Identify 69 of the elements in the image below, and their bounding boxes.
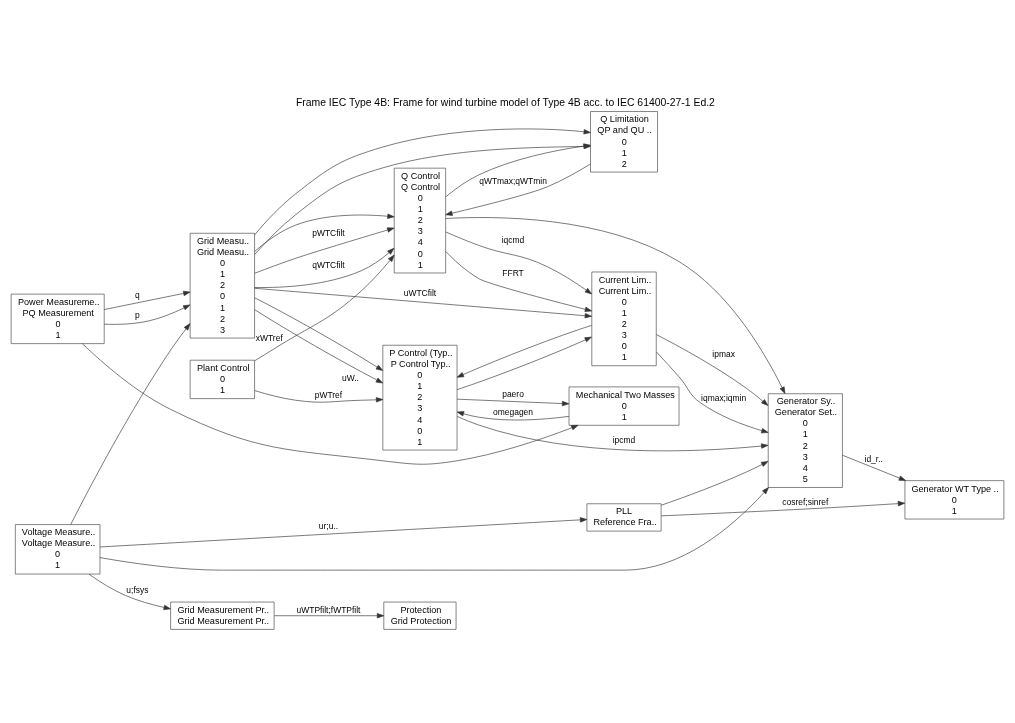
arrow (254, 128, 591, 235)
arrow (656, 351, 769, 433)
edge-label: xWTref (255, 332, 283, 343)
arrow (445, 163, 591, 216)
edge-label: qWTmax;qWTmin (479, 175, 547, 186)
arrow (445, 250, 592, 312)
arrow (82, 342, 579, 465)
node-box: Mechanical Two Masses 0 1 (568, 386, 680, 426)
edge-label: pWTref (314, 389, 343, 400)
node-box: P Control (Typ.. P Control Typ.. 0 1 2 3 4 0 1 (382, 344, 458, 450)
edge-label: paero (502, 388, 524, 399)
arrow (254, 254, 395, 361)
arrow (103, 304, 191, 325)
arrow (99, 486, 769, 570)
node-box: Voltage Measure.. Voltage Measure.. 0 1 (15, 523, 101, 574)
edge-label: uWTCfilt (403, 287, 437, 298)
arrow (456, 336, 592, 390)
arrow (254, 287, 592, 318)
edge-label: iqcmd (501, 234, 525, 245)
edge-label: iqmax;iqmin (701, 392, 747, 403)
diagram-title: Frame IEC Type 4B: Frame for wind turbine model of Type 4B acc. to IEC 61400-27-1 Ed.2 (295, 96, 715, 108)
arrow (88, 573, 171, 610)
node-box: Generator WT Type .. 0 1 (904, 479, 1005, 519)
edge-label: q (135, 289, 140, 300)
edge-label: u;fsys (126, 584, 149, 595)
edge-label: ipmax (712, 348, 735, 359)
node-box: Power Measureme.. PQ Measurement 0 1 (10, 293, 105, 344)
node-box: Current Lim.. Current Lim.. 0 1 2 3 0 1 (591, 271, 657, 366)
edge-label: FFRT (502, 267, 524, 278)
arrow (254, 143, 591, 255)
arrow (660, 460, 769, 506)
edge-label: pWTCfilt (312, 227, 345, 238)
edge-label: ipcmd (612, 434, 636, 445)
edge-label: uWTPfilt;fWTPfilt (296, 604, 361, 615)
arrow (254, 389, 384, 403)
arrow (456, 415, 769, 451)
arrow (70, 322, 191, 525)
node-box: Grid Measu.. Grid Measu.. 0 1 2 0 1 2 3 (189, 232, 255, 338)
arrow (274, 612, 385, 618)
edge-label: id_r.. (864, 453, 883, 464)
arrow (456, 398, 570, 406)
edge-label: qWTCfilt (312, 259, 345, 270)
arrow (842, 454, 906, 481)
edge-label: uW.. (341, 372, 359, 383)
arrow (254, 226, 395, 274)
node-box: Generator Sy.. Generator Set.. 0 1 2 3 4 5 (767, 392, 843, 488)
arrow (660, 500, 906, 516)
edge-label: ur;u.. (318, 520, 339, 531)
arrow (456, 324, 592, 378)
edge-label: cosref;sinref (782, 496, 829, 507)
arrow (445, 143, 591, 197)
arrow (103, 290, 191, 310)
arrow (254, 308, 384, 383)
node-box: PLL Reference Fra.. (586, 502, 662, 531)
node-box: Q Limitation QP and QU .. 0 1 2 (590, 110, 658, 172)
arrow (445, 216, 786, 394)
arrow (254, 297, 384, 371)
arrow (254, 213, 395, 252)
node-box: Plant Control 0 1 (189, 359, 255, 399)
arrow (99, 516, 588, 547)
node-box: Protection Grid Protection (383, 601, 457, 630)
node-box: Grid Measurement Pr.. Grid Measurement Pr.. (170, 601, 275, 630)
arrow (456, 410, 570, 420)
edge-label: omegagen (493, 406, 534, 417)
arrow (656, 333, 769, 406)
arrow (254, 247, 395, 288)
node-box: Q Control Q Control 0 1 2 3 4 0 1 (393, 167, 446, 273)
arrow (445, 231, 592, 294)
edge-label: p (135, 309, 140, 320)
